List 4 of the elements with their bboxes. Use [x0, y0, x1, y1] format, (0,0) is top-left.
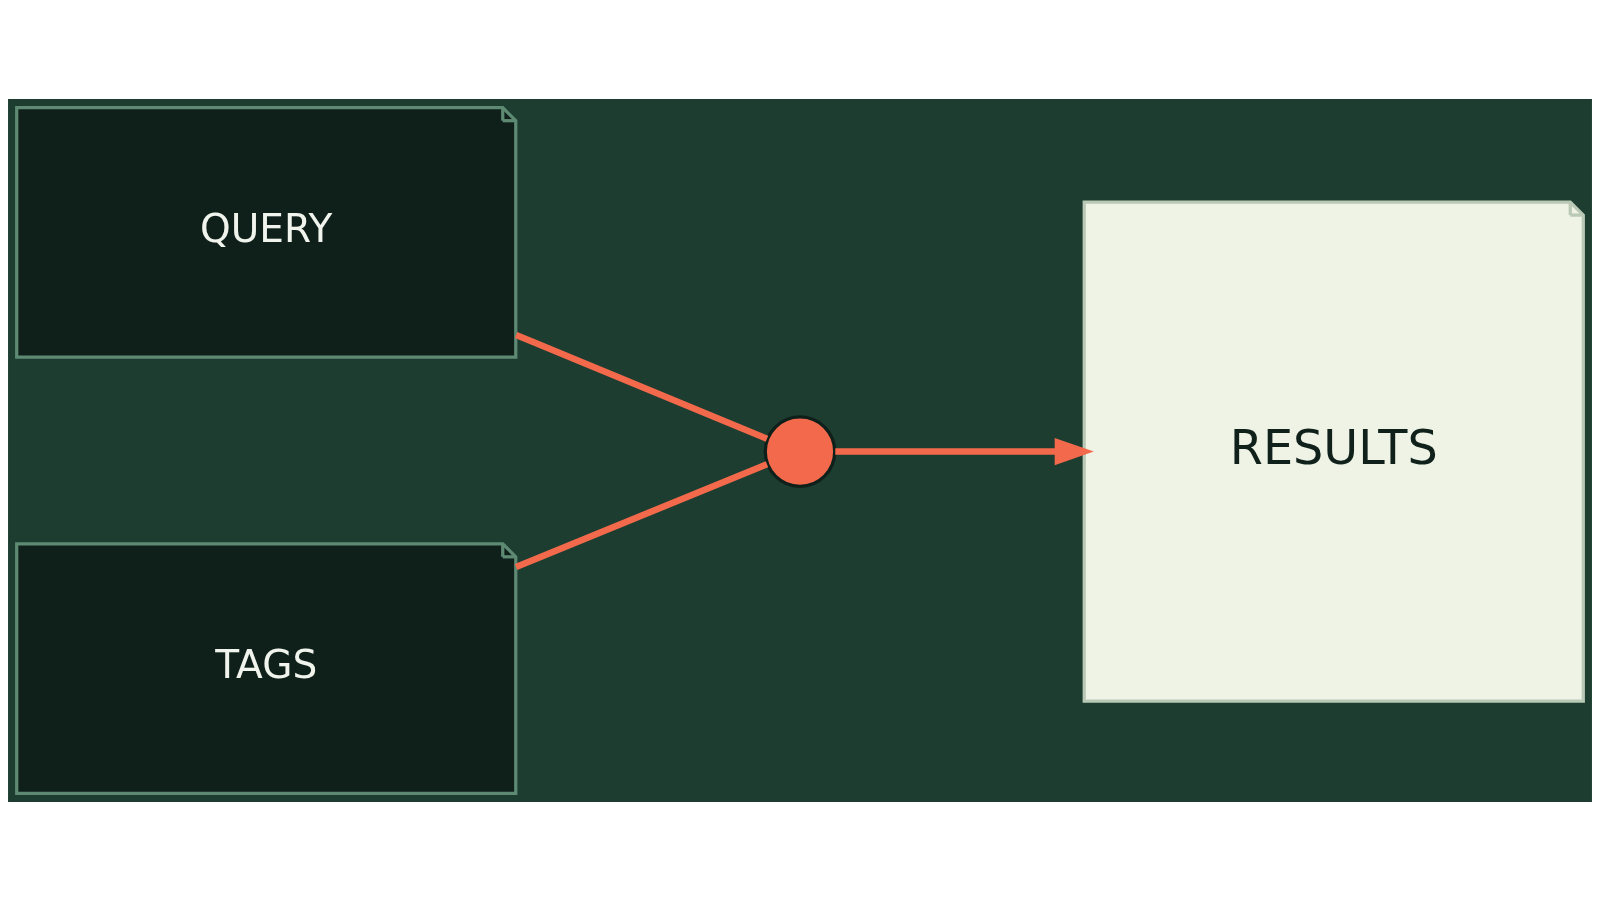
connector: [514, 460, 769, 570]
arrow: [835, 437, 1094, 465]
node-circle: [763, 414, 837, 488]
connector: [514, 331, 769, 442]
